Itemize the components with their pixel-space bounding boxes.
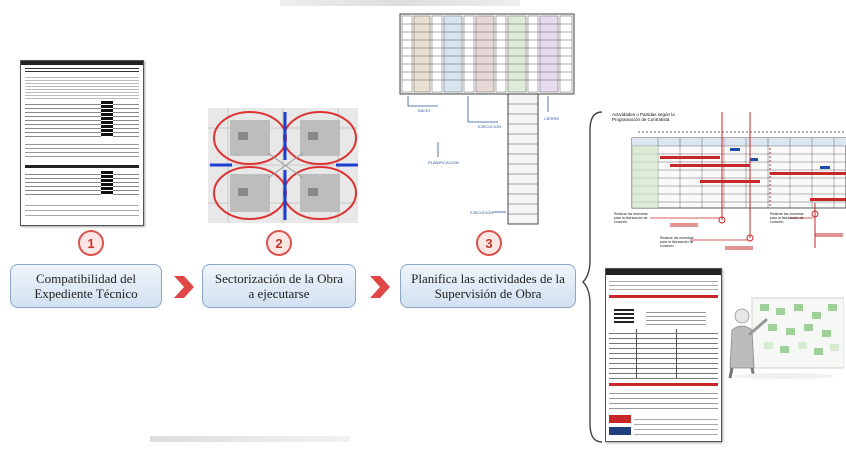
step-box-compatibilidad: Compatibilidad del Expediente Técnico	[10, 264, 162, 308]
chevron-right-icon	[172, 274, 196, 305]
flowchart-label-cierre: CIERRE	[544, 116, 560, 121]
flowchart-label-inicio: INICIO	[418, 108, 431, 113]
gantt-note-2: Realizar las muestras para la fabricació…	[660, 236, 694, 248]
flowchart-label-planificacion: PLANIFICACION	[428, 160, 459, 165]
expediente-document-thumbnail	[20, 60, 144, 226]
flowchart-label-ejecucion: EJECUCION	[478, 124, 502, 129]
gantt-chart-thumbnail: Actividades o Partidas según la Programa…	[610, 108, 846, 266]
curly-brace	[582, 110, 604, 449]
gantt-title: Actividades o Partidas según la Programa…	[612, 112, 675, 122]
caption-placeholder	[150, 436, 350, 442]
header-placeholder	[280, 0, 520, 6]
activities-flowchart-thumbnail: INICIO EJECUCION PLANIFICACION CIERRE EJ…	[398, 12, 576, 234]
gantt-note-3: Realizar las muestras para la fabricació…	[770, 212, 804, 224]
planning-board-illustration	[724, 290, 845, 380]
flowchart-label-ejecucion-lower: EJECUCION	[470, 210, 494, 215]
step-box-planifica: Planifica las actividades de la Supervis…	[400, 264, 576, 308]
supervision-form-thumbnail	[605, 268, 722, 442]
gantt-note-1: Realizar las muestras para la fabricació…	[614, 212, 648, 224]
step-number-3: 3	[476, 230, 502, 256]
step-number-1: 1	[78, 230, 104, 256]
step-box-sectorizacion: Sectorización de la Obra a ejecutarse	[202, 264, 356, 308]
step-number-2: 2	[266, 230, 292, 256]
chevron-right-icon	[368, 274, 392, 305]
floor-plan-sectorization	[208, 108, 358, 223]
